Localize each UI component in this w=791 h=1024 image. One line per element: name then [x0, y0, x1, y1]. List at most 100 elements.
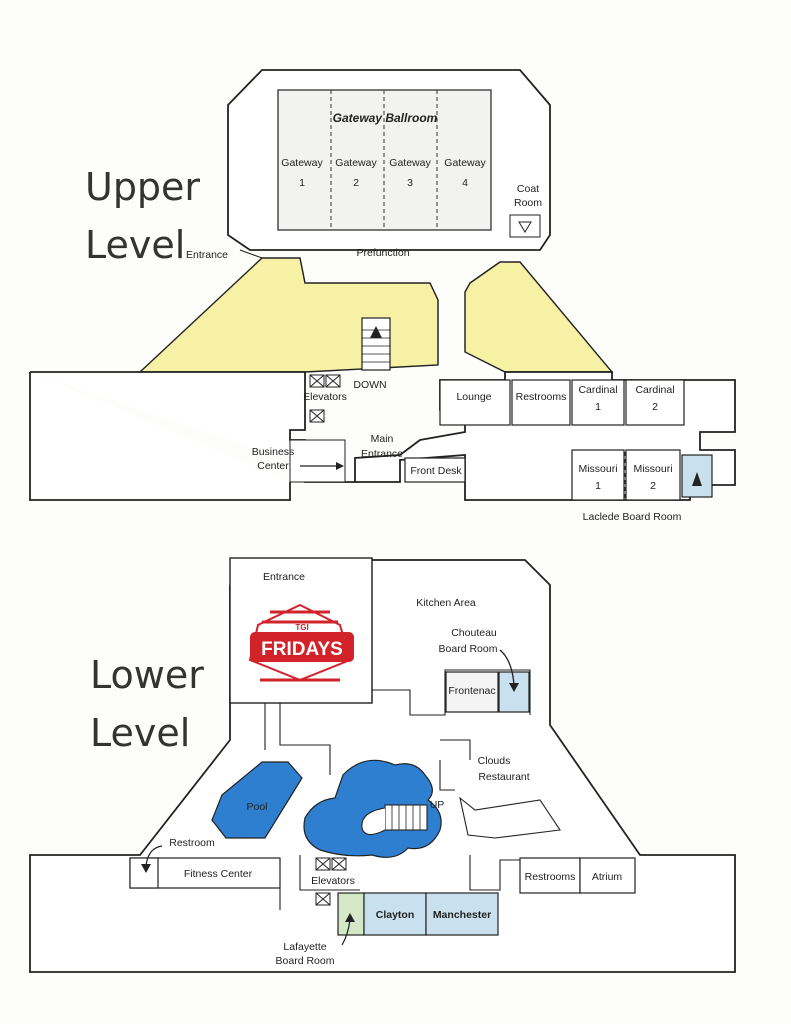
upper-heading-line1: Upper: [85, 165, 200, 209]
chouteau-arrow-icon: [509, 683, 519, 692]
main-entrance-label-line2: Entrance: [361, 448, 403, 460]
clouds-label-line2: Restaurant: [478, 771, 529, 783]
elevator-2-cross: [325, 374, 341, 388]
fitness-center-label: Fitness Center: [184, 868, 253, 880]
coat-room-arrow-icon: [518, 221, 532, 233]
restroom-label: Restroom: [169, 837, 215, 849]
chouteau-arrow: [499, 649, 515, 686]
fridays-text: FRIDAYS: [261, 639, 343, 660]
gateway-4-number: 4: [462, 177, 468, 189]
lower-level-plan: [29, 557, 736, 973]
atrium-label: Atrium: [592, 871, 623, 883]
lower-restrooms-label: Restrooms: [525, 871, 576, 883]
chouteau-label-line1: Chouteau: [451, 627, 497, 639]
gateway-1-number: 1: [299, 177, 305, 189]
cardinal-2-number: 2: [652, 401, 658, 413]
clayton-label: Clayton: [376, 909, 415, 921]
upper-heading-line2: Level: [85, 223, 185, 267]
chouteau-label-line2: Board Room: [439, 643, 498, 655]
upper-yellow-area-left: [138, 257, 439, 373]
missouri-2-room: [625, 449, 681, 501]
clouds-label-line1: Clouds: [478, 755, 511, 767]
lafayette-arrow: [341, 919, 351, 946]
missouri-1-label: Missouri: [578, 463, 617, 475]
missouri-1-room: [571, 449, 625, 501]
lower-elevators-label: Elevators: [311, 875, 355, 887]
lounge-room: [439, 379, 511, 426]
upper-level-plan: [29, 69, 736, 501]
lower-corridors: [264, 703, 561, 839]
business-center-arrow-icon: [336, 462, 344, 470]
stairs-down-arrow-icon: [370, 326, 382, 338]
elevator-5-cross: [331, 857, 347, 871]
cardinal-2-room: [625, 379, 685, 426]
prefunction-corridor: [239, 249, 520, 365]
coat-room-label-line1: Coat: [517, 183, 539, 195]
fridays-logo-stripes: [260, 610, 340, 682]
upper-restrooms-label: Restrooms: [516, 391, 567, 403]
cardinal-1-number: 1: [595, 401, 601, 413]
laclede-arrow-icon: [692, 472, 702, 486]
front-desk-label: Front Desk: [410, 465, 462, 477]
front-desk: [404, 457, 466, 483]
gateway-2-label: Gateway: [335, 157, 377, 169]
gateway-4-label: Gateway: [444, 157, 486, 169]
lower-entrance-label: Entrance: [263, 571, 305, 583]
elevator-4-cross: [315, 857, 331, 871]
lap-pool: [211, 761, 303, 839]
lounge-label: Lounge: [456, 391, 491, 403]
pool-label: Pool: [246, 801, 267, 813]
lafayette-arrow-icon: [345, 913, 355, 922]
gateway-2-number: 2: [353, 177, 359, 189]
missouri-2-label: Missouri: [633, 463, 672, 475]
up-label: UP: [430, 799, 445, 811]
down-label: DOWN: [353, 379, 386, 391]
fridays-small-text: TGI: [295, 623, 308, 632]
main-entrance-label-line1: Main: [371, 433, 394, 445]
atrium-room: [579, 857, 636, 894]
manchester-label: Manchester: [433, 909, 491, 921]
manchester-room: [425, 892, 499, 936]
restroom-arrow-icon: [141, 864, 151, 873]
upper-elevators-label: Elevators: [303, 391, 347, 403]
cardinal-1-label: Cardinal: [578, 384, 617, 396]
lower-heading-line1: Lower: [90, 653, 204, 697]
cardinal-1-room: [571, 379, 625, 426]
clayton-room: [363, 892, 427, 936]
upper-yellow-area-right: [464, 261, 614, 373]
laclede-label: Laclede Board Room: [583, 511, 682, 523]
restrooms-room: [511, 379, 571, 426]
restroom-arrow: [145, 845, 163, 867]
ballroom-title: Gateway Ballroom: [333, 111, 438, 125]
coat-room-label-line2: Room: [514, 197, 542, 209]
elevator-3-cross: [309, 409, 325, 423]
frontenac-label: Frontenac: [448, 685, 495, 697]
gateway-1-label: Gateway: [281, 157, 323, 169]
kitchen-area-walls: [371, 558, 531, 716]
gateway-3-label: Gateway: [389, 157, 431, 169]
missouri-1-number: 1: [595, 480, 601, 492]
elevator-1-cross: [309, 374, 325, 388]
upper-entrance-label: Entrance: [186, 249, 228, 261]
lower-center-walls: [279, 855, 520, 910]
lower-stairs-steps: [391, 805, 421, 830]
lafayette-label-line2: Board Room: [276, 955, 335, 967]
fridays-logo-banner: [250, 632, 354, 662]
prefunction-label: Prefunction: [356, 247, 409, 259]
business-center-label-line1: Business: [252, 446, 295, 458]
missouri-2-number: 2: [650, 480, 656, 492]
lafayette-board-room: [337, 892, 365, 936]
restroom-room: [129, 857, 159, 889]
fridays-logo: [248, 603, 354, 682]
lower-restrooms-room: [519, 857, 581, 894]
cardinal-2-label: Cardinal: [635, 384, 674, 396]
frontenac-room: [445, 671, 499, 713]
elevator-6-cross: [315, 892, 331, 906]
lower-heading-line2: Level: [90, 711, 190, 755]
business-center-label-line2: Center: [257, 460, 289, 472]
kitchen-label: Kitchen Area: [416, 597, 476, 609]
gateway-3-number: 3: [407, 177, 413, 189]
stairs-curve: [361, 807, 386, 836]
lafayette-label-line1: Lafayette: [283, 941, 326, 953]
